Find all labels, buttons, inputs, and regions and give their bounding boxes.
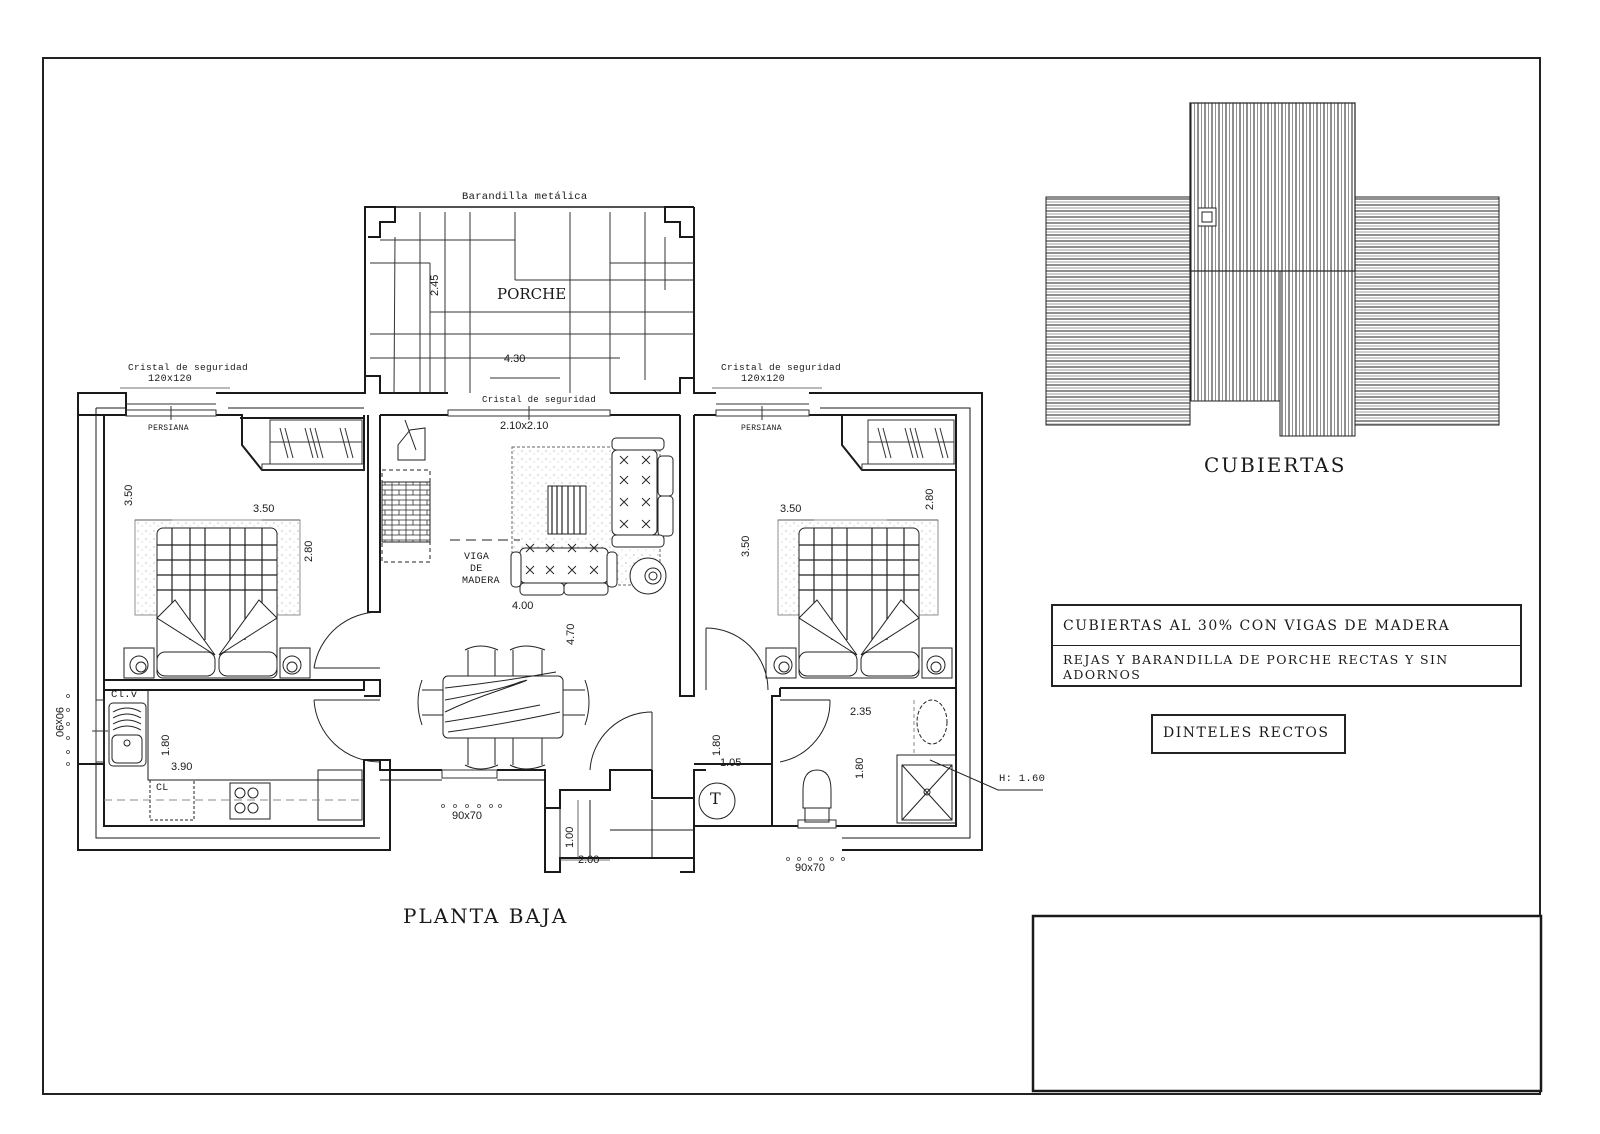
plan-title: PLANTA BAJA [403, 904, 569, 928]
porch-dim-width: 4.30 [504, 353, 526, 365]
beam-label-3: MADERA [462, 576, 500, 587]
entry-dim-b: 2.00 [578, 854, 600, 866]
living-furniture [381, 419, 674, 596]
kitchen-window-size: 90x90 [53, 707, 65, 737]
wardrobes [269, 419, 955, 465]
floor-plan [77, 206, 983, 873]
notes-box: CUBIERTAS AL 30% CON VIGAS DE MADERA REJ… [1051, 604, 1522, 687]
laundry-dim-b: 1.05 [720, 757, 742, 769]
porch-railing-label: Barandilla metálica [462, 191, 588, 203]
bedroom-left-shutter-label: PERSIANA [148, 424, 189, 433]
bedroom-right-dim-a: 3.50 [780, 503, 802, 515]
bedroom-right-shutter-label: PERSIANA [741, 424, 782, 433]
bed-left [123, 519, 311, 679]
bedroom-left-dim-b: 3.50 [253, 503, 275, 515]
living-dim-depth: 4.70 [565, 623, 577, 645]
beam-label-2: DE [470, 564, 483, 575]
water-heater-label: T [710, 789, 721, 808]
bathroom-dim-a: 2.35 [850, 706, 872, 718]
porch-tiles [370, 212, 694, 394]
porch-label: PORCHE [497, 285, 567, 303]
title-block [1031, 914, 1543, 1093]
bedroom-left-dim-a: 3.50 [123, 484, 135, 506]
bed-right [765, 519, 953, 679]
beam-label-1: VIGA [464, 552, 490, 563]
bedroom-right-window-label: Cristal de seguridad [721, 362, 842, 373]
shower-height-note: H: 1.60 [999, 773, 1046, 785]
living-dim-width: 4.00 [512, 600, 534, 612]
living-window-label: Cristal de seguridad [482, 395, 597, 405]
dining-set [417, 645, 590, 770]
porch-dim-depth: 2.45 [429, 274, 441, 296]
kitchen-washer-label: CL [156, 783, 169, 794]
bedroom-right-dim-b: 3.50 [740, 535, 752, 557]
note-roof-slope: CUBIERTAS AL 30% CON VIGAS DE MADERA [1053, 606, 1520, 646]
dimension-lines [66, 387, 938, 861]
bathroom-window-size: 90x70 [795, 862, 825, 874]
bedroom-left-window-label: Cristal de seguridad [128, 362, 249, 373]
bathroom-dim-b: 1.80 [854, 757, 866, 779]
roof-title: CUBIERTAS [1204, 453, 1347, 477]
kitchen-fixtures [104, 702, 364, 821]
kitchen-dim-a: 1.80 [160, 734, 172, 756]
bath-fixtures [698, 699, 1043, 824]
lintel-note-box: DINTELES RECTOS [1151, 714, 1346, 754]
bedroom-right-dim-c: 2.80 [924, 488, 936, 510]
entry-dim-a: 1.00 [564, 826, 576, 848]
bedroom-left-dim-c: 2.80 [303, 540, 315, 562]
laundry-dim-a: 1.80 [711, 734, 723, 756]
kitchen-sink-label: Cl.v [111, 689, 138, 701]
bedroom-left-window-size: 120x120 [148, 374, 193, 385]
doors [313, 611, 831, 771]
note-railings: REJAS Y BARANDILLA DE PORCHE RECTAS Y SI… [1063, 652, 1449, 682]
note-lintels: DINTELES RECTOS [1163, 725, 1330, 741]
living-window-size: 2.10x2.10 [500, 420, 549, 432]
sheet-border [42, 57, 1541, 1095]
dining-window-size: 90x70 [452, 810, 482, 822]
kitchen-dim-b: 3.90 [171, 761, 193, 773]
roof-plan [1045, 102, 1500, 437]
bedroom-right-window-size: 120x120 [741, 374, 786, 385]
